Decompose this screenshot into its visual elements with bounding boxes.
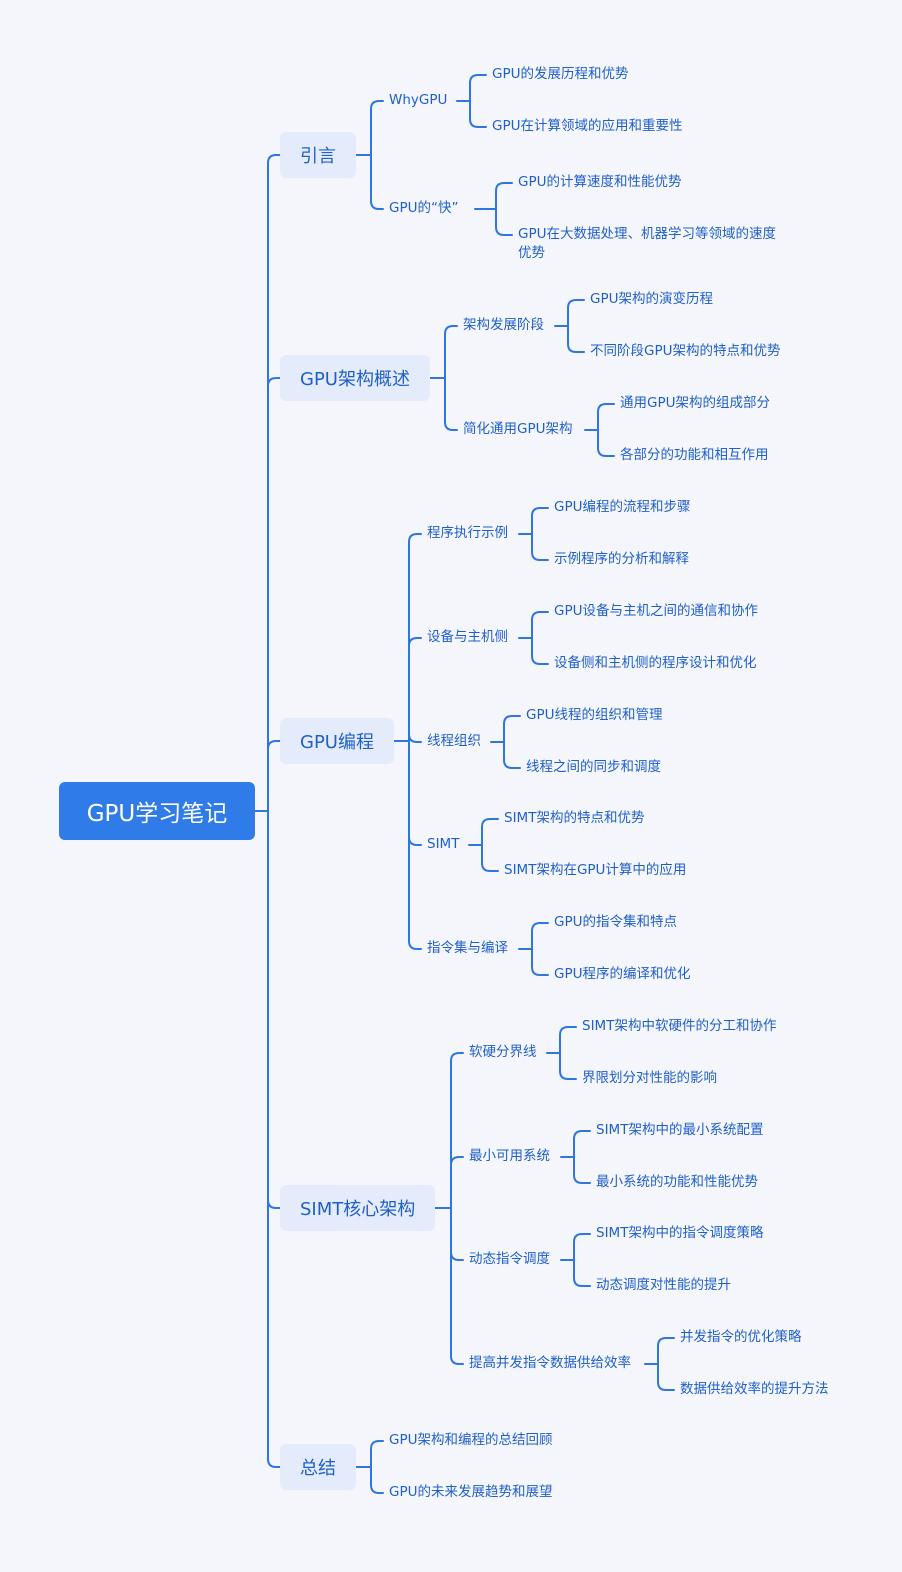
topic-3-0-connector-branch-0 [559,1026,577,1054]
section-node[interactable]: GPU编程 [280,718,394,764]
root-connector-branch-2 [267,740,281,812]
section-0-connector-branch-1 [370,154,384,210]
leaf-node[interactable]: 最小系统的功能和性能优势 [596,1174,758,1190]
topic-node[interactable]: 动态指令调度 [469,1251,550,1267]
topic-2-2-connector-branch-1 [503,741,521,769]
topic-0-1-connector-branch-1 [495,208,513,236]
section-node[interactable]: GPU架构概述 [280,355,430,401]
topic-node[interactable]: 程序执行示例 [427,525,508,541]
section-4-connector-branch-0 [370,1440,384,1468]
topic-node[interactable]: WhyGPU [389,92,448,108]
root-connector-branch-0 [267,154,281,812]
leaf-node[interactable]: SIMT架构中软硬件的分工和协作 [582,1018,777,1034]
topic-2-1-connector-branch-0 [531,611,549,639]
section-3-connector-branch-1 [450,1156,464,1209]
leaf-node[interactable]: 设备侧和主机侧的程序设计和优化 [554,655,757,671]
leaf-node[interactable]: GPU编程的流程和步骤 [554,499,691,515]
leaf-node[interactable]: 各部分的功能和相互作用 [620,447,769,463]
leaf-node[interactable]: GPU的计算速度和性能优势 [518,174,682,190]
root-connector-branch-3 [267,810,281,1209]
topic-1-1-connector-branch-1 [597,429,615,457]
topic-2-3-connector-branch-0 [481,818,499,846]
leaf-node[interactable]: GPU在计算领域的应用和重要性 [492,118,683,134]
section-4-connector-branch-1 [370,1466,384,1494]
topic-2-1-connector-branch-1 [531,637,549,665]
leaf-node[interactable]: SIMT架构在GPU计算中的应用 [504,862,687,878]
topic-node[interactable]: GPU的“快” [389,200,459,216]
topic-2-4-connector-branch-1 [531,948,549,976]
section-2-connector-branch-3 [408,740,422,846]
leaf-node[interactable]: GPU设备与主机之间的通信和协作 [554,603,758,619]
topic-2-0-connector-branch-1 [531,533,549,561]
section-0-connector-branch-0 [370,100,384,156]
topic-node[interactable]: 设备与主机侧 [427,629,508,645]
root-connector-branch-4 [267,810,281,1468]
topic-2-2-connector-branch-0 [503,715,521,743]
topic-1-1-connector-branch-0 [597,403,615,431]
topic-1-0-connector-branch-1 [567,325,585,353]
leaf-node[interactable]: 通用GPU架构的组成部分 [620,395,770,411]
section-node[interactable]: 总结 [280,1444,356,1490]
leaf-node[interactable]: 数据供给效率的提升方法 [680,1381,829,1397]
topic-node[interactable]: GPU架构和编程的总结回顾 [389,1432,553,1448]
topic-0-1-connector-branch-0 [495,182,513,210]
section-1-connector-branch-1 [444,377,458,431]
topic-node[interactable]: SIMT [427,836,460,852]
leaf-node[interactable]: GPU的指令集和特点 [554,914,677,930]
leaf-node[interactable]: 线程之间的同步和调度 [526,759,661,775]
topic-3-2-connector-branch-1 [573,1259,591,1287]
topic-node[interactable]: 提高并发指令数据供给效率 [469,1355,631,1371]
topic-node[interactable]: GPU的未来发展趋势和展望 [389,1484,553,1500]
leaf-node[interactable]: GPU在大数据处理、机器学习等领域的速度 优势 [518,226,776,261]
topic-3-3-connector-branch-1 [657,1363,675,1391]
topic-3-1-connector-branch-1 [573,1156,591,1184]
leaf-node[interactable]: 不同阶段GPU架构的特点和优势 [590,343,781,359]
section-3-connector-branch-3 [450,1207,464,1365]
topic-3-2-connector-branch-0 [573,1233,591,1261]
topic-node[interactable]: 简化通用GPU架构 [463,421,573,437]
leaf-node[interactable]: GPU程序的编译和优化 [554,966,691,982]
leaf-node[interactable]: 并发指令的优化策略 [680,1329,802,1345]
topic-node[interactable]: 最小可用系统 [469,1148,550,1164]
section-2-connector-branch-1 [408,637,422,742]
topic-1-0-connector-branch-0 [567,299,585,327]
section-1-connector-branch-0 [444,325,458,379]
leaf-node[interactable]: SIMT架构的特点和优势 [504,810,645,826]
section-3-connector-branch-0 [450,1052,464,1209]
topic-node[interactable]: 线程组织 [427,733,481,749]
topic-node[interactable]: 指令集与编译 [427,940,508,956]
section-3-connector-branch-2 [450,1207,464,1261]
section-2-connector-branch-2 [408,733,422,743]
topic-0-0-connector-branch-1 [469,100,487,128]
topic-0-0-connector-branch-0 [469,74,487,102]
topic-node[interactable]: 软硬分界线 [469,1044,537,1060]
root-connector-branch-1 [267,377,281,812]
section-2-connector-branch-0 [408,533,422,742]
root-node[interactable]: GPU学习笔记 [59,782,255,840]
leaf-node[interactable]: GPU的发展历程和优势 [492,66,629,82]
topic-3-1-connector-branch-0 [573,1130,591,1158]
topic-2-0-connector-branch-0 [531,507,549,535]
leaf-node[interactable]: SIMT架构中的指令调度策略 [596,1225,764,1241]
leaf-node[interactable]: SIMT架构中的最小系统配置 [596,1122,764,1138]
section-node[interactable]: SIMT核心架构 [280,1185,436,1231]
topic-3-0-connector-branch-1 [559,1052,577,1080]
section-node[interactable]: 引言 [280,132,356,178]
leaf-node[interactable]: 动态调度对性能的提升 [596,1277,731,1293]
topic-3-3-connector-branch-0 [657,1337,675,1365]
topic-2-3-connector-branch-1 [481,844,499,872]
leaf-node[interactable]: GPU线程的组织和管理 [526,707,663,723]
leaf-node[interactable]: 示例程序的分析和解释 [554,551,689,567]
topic-node[interactable]: 架构发展阶段 [463,317,544,333]
topic-2-4-connector-branch-0 [531,922,549,950]
leaf-node[interactable]: GPU架构的演变历程 [590,291,713,307]
leaf-node[interactable]: 界限划分对性能的影响 [582,1070,717,1086]
section-2-connector-branch-4 [408,740,422,950]
